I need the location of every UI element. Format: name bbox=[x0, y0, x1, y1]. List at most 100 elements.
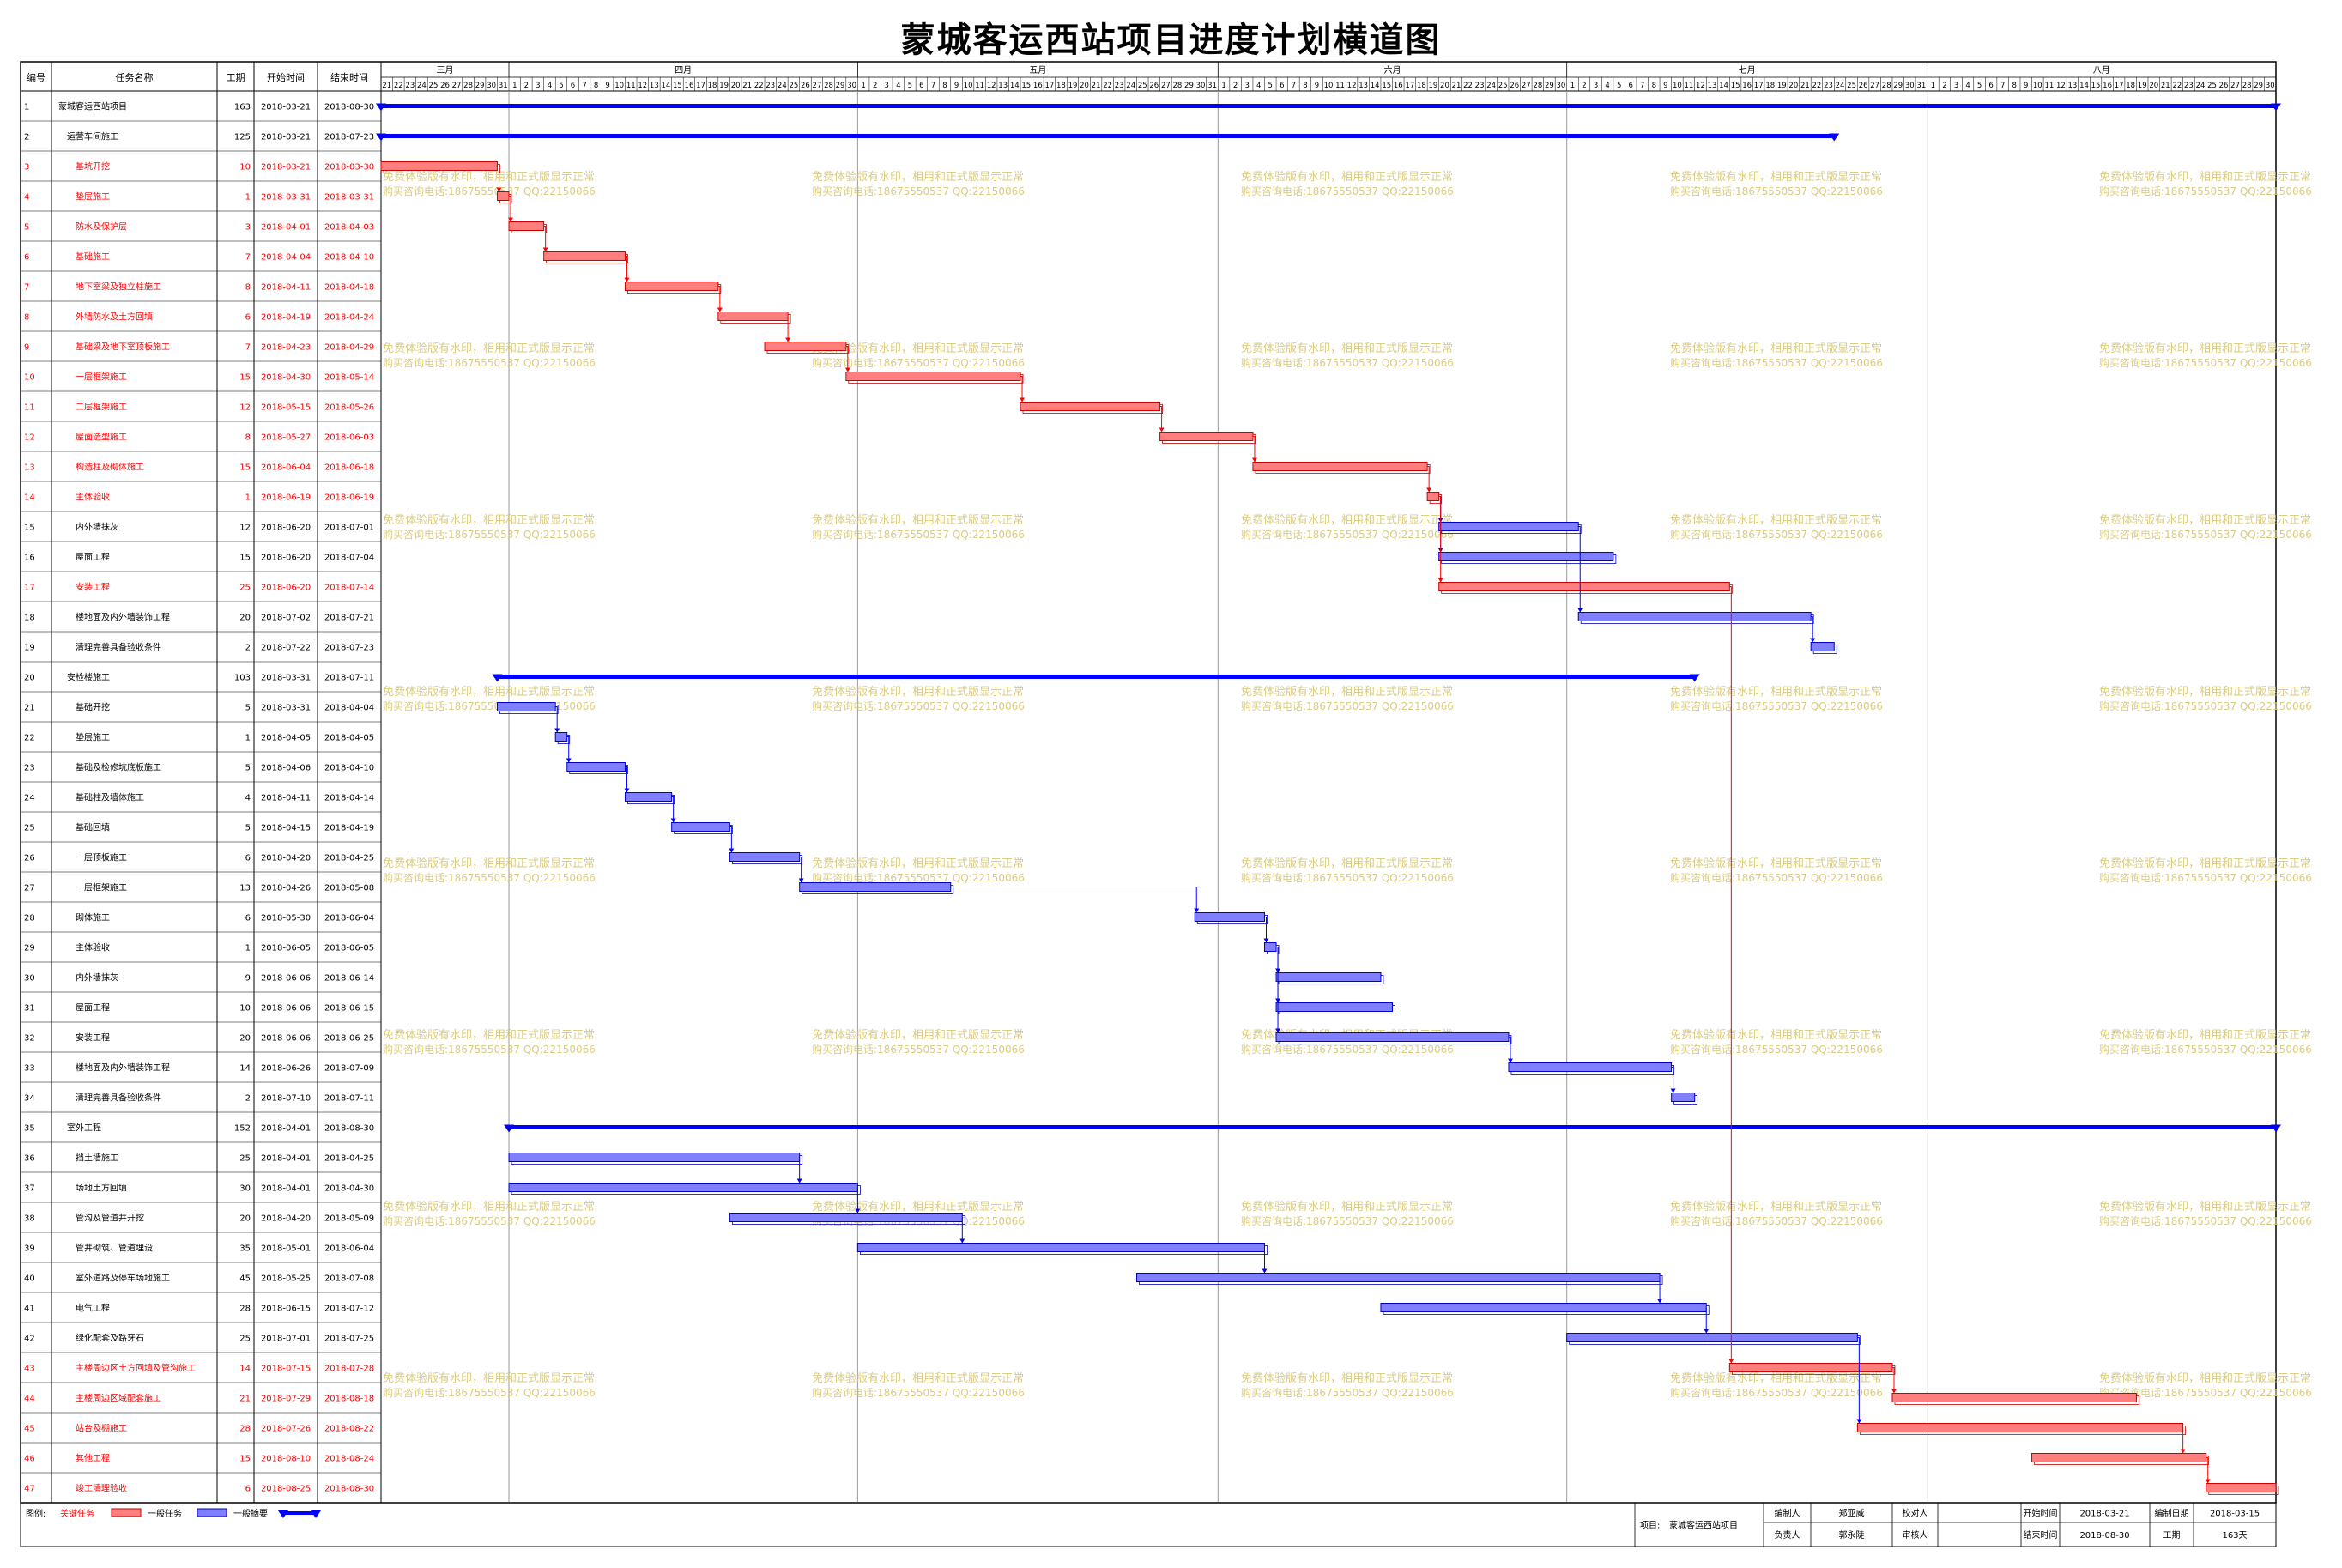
info-start-label: 开始时间 bbox=[2024, 1508, 2058, 1519]
day-label: 28 bbox=[1882, 82, 1891, 90]
task-id: 24 bbox=[24, 794, 35, 803]
task-duration: 9 bbox=[245, 974, 251, 984]
critical-task-bar bbox=[1856, 1423, 2184, 1432]
watermark-text: 免费体验版有水印，相用和正式版显示正常 bbox=[383, 1028, 595, 1042]
dependency-link bbox=[566, 736, 570, 763]
day-label: 25 bbox=[1847, 82, 1856, 90]
task-start: 2018-05-01 bbox=[261, 1244, 311, 1254]
task-start: 2018-06-19 bbox=[261, 493, 311, 503]
normal-task-bar bbox=[1566, 1333, 1858, 1342]
day-label: 29 bbox=[1184, 82, 1194, 90]
day-label: 30 bbox=[1196, 82, 1206, 90]
watermark-text: 购买咨询电话:18675550537 QQ:22150066 bbox=[1241, 1386, 1454, 1399]
day-label: 16 bbox=[1394, 82, 1403, 90]
task-name: 基础柱及墙体施工 bbox=[76, 792, 144, 803]
task-start: 2018-04-01 bbox=[261, 223, 311, 233]
task-end: 2018-07-01 bbox=[324, 524, 374, 533]
task-id: 17 bbox=[24, 584, 35, 593]
task-start: 2018-06-05 bbox=[261, 944, 311, 954]
legend-critical-swatch bbox=[111, 1508, 142, 1517]
month-label: 四月 bbox=[675, 65, 692, 76]
task-id: 22 bbox=[24, 734, 35, 743]
day-label: 5 bbox=[1977, 82, 1982, 90]
task-end: 2018-08-22 bbox=[324, 1425, 374, 1434]
watermark-text: 免费体验版有水印，相用和正式版显示正常 bbox=[2099, 1028, 2311, 1042]
task-start: 2018-03-21 bbox=[261, 103, 311, 112]
day-label: 31 bbox=[1916, 82, 1926, 90]
task-id: 40 bbox=[24, 1274, 35, 1284]
day-label: 14 bbox=[1371, 82, 1380, 90]
info-duration-label: 工期 bbox=[2163, 1530, 2181, 1541]
day-label: 6 bbox=[919, 82, 923, 90]
day-label: 8 bbox=[1303, 82, 1307, 90]
critical-task-bar bbox=[508, 221, 545, 231]
task-duration: 1 bbox=[245, 734, 251, 743]
day-label: 5 bbox=[1268, 82, 1273, 90]
task-duration: 5 bbox=[245, 824, 251, 833]
day-label: 30 bbox=[1557, 82, 1566, 90]
day-label: 11 bbox=[975, 82, 984, 90]
normal-task-bar bbox=[554, 732, 568, 742]
task-end: 2018-03-30 bbox=[324, 163, 374, 173]
day-label: 2 bbox=[873, 82, 877, 90]
day-label: 26 bbox=[440, 82, 450, 90]
day-label: 16 bbox=[1742, 82, 1752, 90]
day-label: 19 bbox=[1068, 82, 1078, 90]
watermark-text: 购买咨询电话:18675550537 QQ:22150066 bbox=[812, 185, 1025, 197]
task-id: 2 bbox=[24, 133, 29, 142]
chart-title: 蒙城客运西站项目进度计划横道图 bbox=[900, 20, 1442, 60]
watermark-text: 免费体验版有水印，相用和正式版显示正常 bbox=[812, 513, 1024, 527]
normal-task-bar bbox=[508, 1183, 858, 1192]
normal-task-bar bbox=[1810, 642, 1835, 651]
day-label: 1 bbox=[1931, 82, 1935, 90]
task-end: 2018-07-21 bbox=[324, 614, 374, 623]
task-end: 2018-04-24 bbox=[324, 313, 374, 323]
day-label: 27 bbox=[452, 82, 462, 90]
day-label: 1 bbox=[1221, 82, 1225, 90]
task-end: 2018-06-03 bbox=[324, 433, 374, 443]
dependency-arrow bbox=[566, 758, 572, 763]
day-label: 13 bbox=[2068, 82, 2078, 90]
task-duration: 2 bbox=[245, 1094, 251, 1104]
day-label: 6 bbox=[571, 82, 575, 90]
task-name: 安装工程 bbox=[76, 582, 110, 593]
normal-task-bar bbox=[1263, 942, 1277, 952]
dependency-link bbox=[1427, 466, 1430, 493]
task-duration: 15 bbox=[239, 463, 251, 473]
task-duration: 25 bbox=[239, 1335, 251, 1344]
day-label: 28 bbox=[463, 82, 473, 90]
critical-task-bar bbox=[2206, 1483, 2277, 1492]
info-end-label: 结束时间 bbox=[2024, 1529, 2058, 1541]
watermark-text: 免费体验版有水印，相用和正式版显示正常 bbox=[2099, 170, 2311, 184]
watermark-text: 购买咨询电话:18675550537 QQ:22150066 bbox=[383, 185, 596, 197]
watermark-text: 免费体验版有水印，相用和正式版显示正常 bbox=[1241, 1200, 1453, 1214]
task-duration: 20 bbox=[239, 1034, 251, 1044]
normal-task-bar bbox=[671, 822, 730, 832]
day-label: 16 bbox=[685, 82, 694, 90]
watermark-text: 购买咨询电话:18675550537 QQ:22150066 bbox=[383, 356, 596, 369]
task-id: 47 bbox=[24, 1485, 35, 1494]
task-id: 32 bbox=[24, 1034, 35, 1044]
normal-task-bar bbox=[856, 1243, 1265, 1252]
task-start: 2018-06-20 bbox=[261, 554, 311, 563]
task-duration: 7 bbox=[245, 253, 251, 263]
day-label: 27 bbox=[1870, 82, 1879, 90]
dependency-arrow bbox=[554, 728, 560, 733]
critical-task-bar bbox=[717, 312, 789, 321]
task-duration: 20 bbox=[239, 1214, 251, 1224]
task-duration: 8 bbox=[245, 283, 251, 293]
watermark-text: 免费体验版有水印，相用和正式版显示正常 bbox=[383, 1200, 595, 1214]
task-end: 2018-07-04 bbox=[324, 554, 374, 563]
task-name: 屋面工程 bbox=[76, 553, 110, 563]
normal-task-bar bbox=[1135, 1273, 1661, 1282]
task-id: 29 bbox=[24, 944, 35, 954]
task-duration: 14 bbox=[239, 1365, 251, 1374]
task-start: 2018-04-19 bbox=[261, 313, 311, 323]
task-start: 2018-07-26 bbox=[261, 1425, 311, 1434]
task-name: 挡土墙施工 bbox=[76, 1153, 118, 1164]
legend-summary-label: 一般摘要 bbox=[233, 1508, 268, 1519]
summary-end-marker bbox=[2271, 1124, 2281, 1133]
watermark-text: 免费体验版有水印，相用和正式版显示正常 bbox=[1241, 857, 1453, 870]
task-end: 2018-06-04 bbox=[324, 914, 374, 923]
day-label: 25 bbox=[1498, 82, 1508, 90]
